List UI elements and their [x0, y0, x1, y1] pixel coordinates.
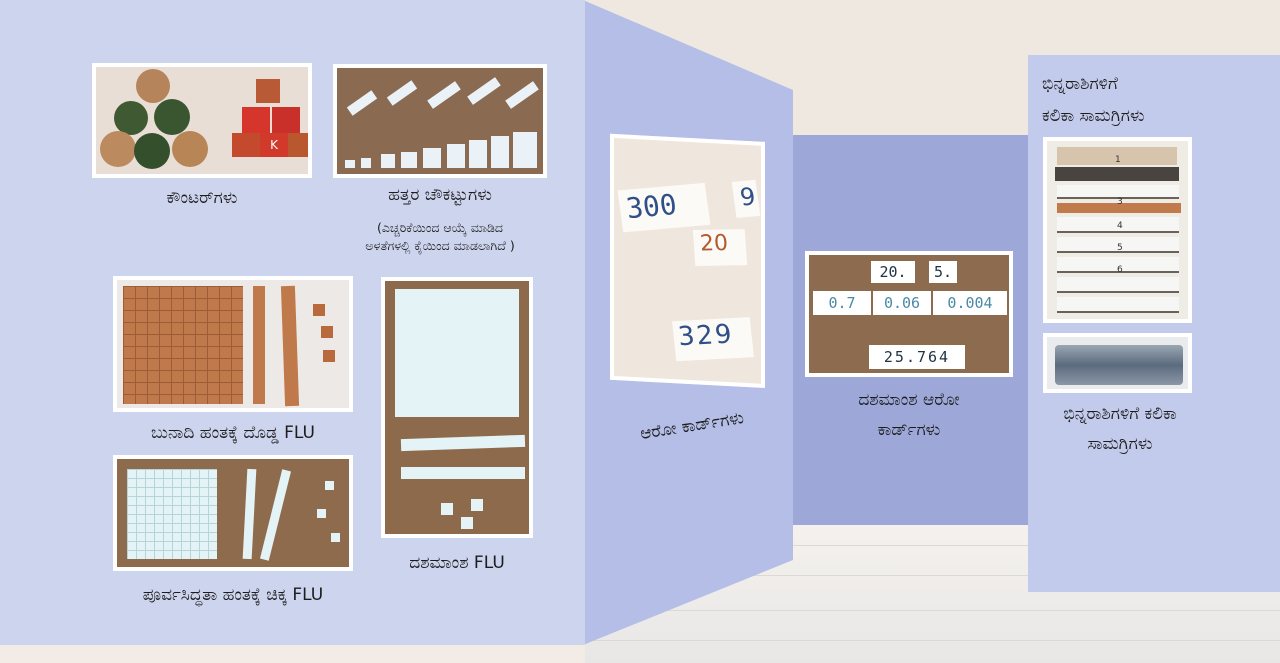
decimal-card-07: 0.7: [813, 291, 871, 315]
ten-frames-label: ಹತ್ತರ ಚೌಕಟ್ಟುಗಳು: [388, 185, 492, 205]
decimal-arrow-cards-label-line2: ಕಾರ್ಡ್‌ಗಳು: [877, 420, 941, 440]
small-flu-label: ಪೂರ್ವಸಿದ್ಧತಾ ಹಂತಕ್ಕೆ ಚಿಕ್ಕ FLU: [142, 585, 324, 605]
counters-label: ಕೌಂಟರ್‌ಗಳು: [166, 188, 238, 208]
decimal-card-006: 0.06: [873, 291, 931, 315]
fraction-materials-bottom-label-line2: ಸಾಮಗ್ರಿಗಳು: [1087, 434, 1153, 454]
decimal-card-25764: 25.764: [869, 345, 965, 369]
small-flu-photo: [113, 455, 353, 571]
decimal-flu-label: ದಶಮಾಂಶ FLU: [409, 553, 505, 573]
fraction-strip-number: 5: [1117, 243, 1123, 253]
decimal-arrow-cards-photo: 20. 5. 0.7 0.06 0.004 25.764: [805, 251, 1013, 377]
ten-frames-note-line1: (ಎಚ್ಚರಿಕೆಯಿಂದ ಆಯ್ಕೆ ಮಾಡಿದ: [377, 220, 503, 235]
ten-frames-note-line2: ಅಳತೆಗಳಲ್ಲಿ ಕೈಯಿಂದ ಮಾಡಲಾಗಿದೆ ): [365, 238, 515, 253]
arrow-card-300: 300: [624, 187, 679, 226]
fraction-strips-photo: 1 3 4 5 6: [1043, 137, 1192, 323]
fraction-strip-number: 6: [1117, 265, 1123, 275]
fraction-bundle-photo: [1043, 333, 1192, 393]
arrow-card-329: 329: [676, 319, 736, 353]
big-flu-label: ಬುನಾದಿ ಹಂತಕ್ಕೆ ದೊಡ್ಡ FLU: [151, 423, 315, 443]
ten-frames-photo: [333, 64, 547, 178]
decimal-card-0004: 0.004: [933, 291, 1007, 315]
fraction-strip-number: 3: [1117, 197, 1123, 207]
big-flu-photo: [113, 276, 353, 412]
fraction-strip-number: 4: [1117, 221, 1123, 231]
fraction-materials-top-label-line1: ಭಿನ್ನರಾಶಿಗಳಿಗೆ: [1042, 74, 1118, 94]
right-wall: [1028, 55, 1280, 592]
fraction-materials-bottom-label-line1: ಭಿನ್ನರಾಶಿಗಳಿಗೆ ಕಲಿಕಾ: [1063, 404, 1177, 424]
decimal-card-5: 5.: [929, 261, 957, 283]
fraction-strip-number: 1: [1115, 155, 1121, 165]
decimal-flu-photo: [381, 277, 533, 538]
fraction-materials-top-label-line2: ಕಲಿಕಾ ಸಾಮಗ್ರಿಗಳು: [1042, 106, 1145, 126]
decimal-card-20: 20.: [871, 261, 915, 283]
arrow-card-20: 20: [699, 230, 729, 257]
counters-photo: K: [92, 63, 312, 178]
arrow-cards-photo: 300 9 20 329: [610, 133, 765, 388]
decimal-arrow-cards-label-line1: ದಶಮಾಂಶ ಆರೋ: [858, 390, 960, 410]
counter-chip-letter: K: [260, 133, 288, 157]
